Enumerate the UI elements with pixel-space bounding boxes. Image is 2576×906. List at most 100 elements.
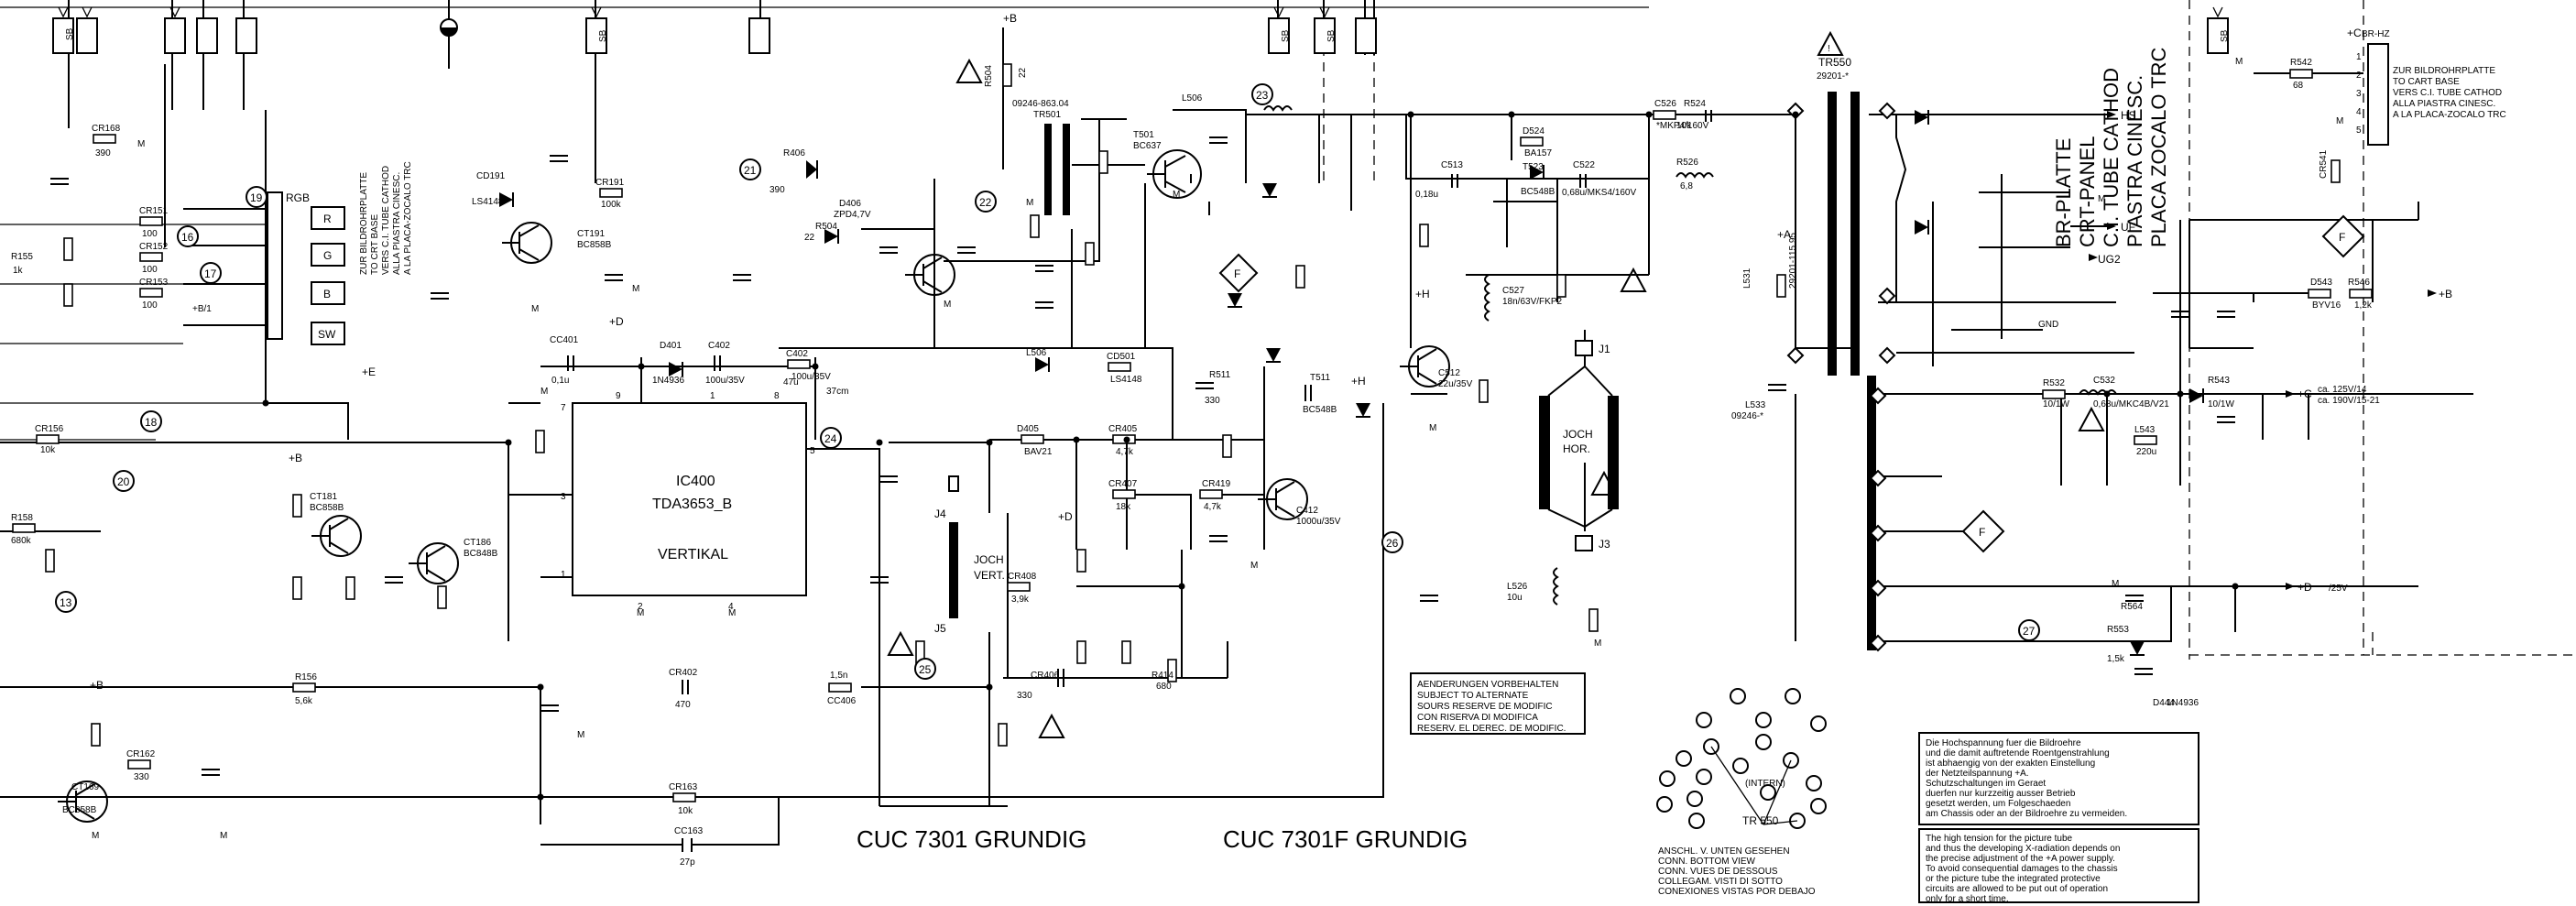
component-ref: D543	[2310, 278, 2332, 288]
node-number: 21	[744, 164, 757, 177]
svg-text:+B: +B	[1003, 12, 1017, 25]
svg-text:R553: R553	[2107, 625, 2129, 635]
rgb-r: R	[323, 213, 332, 225]
component-ref: CR163	[669, 782, 698, 792]
svg-text:VERS C.I. TUBE CATHOD: VERS C.I. TUBE CATHOD	[2393, 88, 2502, 98]
svg-text:Die Hochspannung fuer die Bild: Die Hochspannung fuer die Bildroehre	[1926, 738, 2081, 748]
svg-text:BC848B: BC848B	[464, 549, 498, 559]
svg-text:4: 4	[2356, 107, 2362, 117]
svg-text:BC858B: BC858B	[310, 503, 344, 513]
rgb-g: G	[323, 249, 332, 262]
connector-label: SB	[2220, 29, 2230, 42]
node-number: 13	[60, 596, 72, 609]
svg-text:To avoid consequential damages: To avoid consequential damages to the ch…	[1926, 864, 2118, 874]
svg-text:09246-*: 09246-*	[1731, 411, 1763, 421]
transistors	[58, 149, 1450, 823]
svg-text:390: 390	[770, 185, 785, 195]
component-val: 1k	[13, 266, 24, 276]
output-ca2: ca. 190V/15-21	[2318, 396, 2380, 406]
svg-text:R526: R526	[1676, 158, 1698, 168]
resistors-vertical	[45, 63, 1786, 747]
component-ref: R504	[984, 65, 994, 87]
node-number: 26	[1386, 537, 1399, 550]
component-ref: CR151	[139, 206, 169, 216]
svg-text:BC858B: BC858B	[62, 805, 97, 815]
warning-box-de: Die Hochspannung fuer die Bildroehre und…	[1918, 732, 2199, 825]
svg-text:ZUR BILDROHRPLATTE: ZUR BILDROHRPLATTE	[2393, 66, 2495, 76]
svg-text:the precise adjustment of the: the precise adjustment of the +A power s…	[1926, 854, 2115, 864]
component-val: BA157	[1524, 148, 1552, 158]
svg-text:M: M	[2112, 579, 2119, 589]
node-number: 23	[1256, 89, 1269, 102]
tr550-pin-markers	[1786, 102, 1896, 652]
svg-text:and thus the developing X-radi: and thus the developing X-radiation depe…	[1926, 844, 2120, 854]
component-ref: R158	[11, 513, 33, 523]
svg-text:BC548B: BC548B	[1521, 187, 1555, 197]
svg-text:C527: C527	[1502, 286, 1524, 296]
svg-text:330: 330	[1017, 691, 1032, 701]
svg-text:7: 7	[561, 403, 566, 413]
component-ref: CR541	[2319, 149, 2329, 179]
rgb-note-line: VERS C.I. TUBE CATHOD	[381, 166, 391, 275]
svg-text:R511: R511	[1209, 370, 1231, 380]
joch-vert-label: JOCH	[974, 553, 1004, 566]
component-ref: D405	[1017, 424, 1039, 434]
component-text-labels: CT191 BC858B CT181 BC858B CT186 BC848B C…	[62, 93, 2234, 815]
svg-text:The high tension for the pictu: The high tension for the picture tube	[1926, 834, 2073, 844]
j5-label: J5	[934, 622, 946, 635]
svg-text:C512: C512	[1438, 368, 1460, 378]
junction-dots	[262, 111, 2239, 801]
svg-text:2: 2	[638, 602, 643, 612]
component-ref: R542	[2290, 58, 2312, 68]
component-ref: L543	[2134, 425, 2156, 435]
tr550-ref: TR550	[1818, 56, 1851, 69]
svg-text:4: 4	[728, 602, 734, 612]
svg-text:C522: C522	[1573, 160, 1595, 170]
ic-type: TDA3653_B	[652, 497, 732, 512]
component-val: 100	[142, 229, 158, 239]
svg-text:!: !	[1828, 44, 1830, 54]
svg-text:R504: R504	[815, 222, 837, 232]
svg-text:0,68u/MKS4/160V: 0,68u/MKS4/160V	[1562, 188, 1636, 198]
joch-hor-label: JOCH	[1563, 428, 1593, 441]
joch-vert-label: VERT.	[974, 569, 1005, 582]
svg-text:C513: C513	[1441, 160, 1463, 170]
ground-marks: M M M M M M M M M M M M M M M M M M M	[92, 57, 2343, 841]
svg-text:CONN. VUES DE DESSOUS: CONN. VUES DE DESSOUS	[1658, 867, 1778, 877]
svg-text:und die damit auftretende Roen: und die damit auftretende Roentgenstrahl…	[1926, 748, 2110, 759]
warning-triangles	[887, 58, 2105, 738]
title-left: CUC 7301 GRUNDIG	[857, 825, 1086, 853]
svg-text:T501: T501	[1133, 130, 1154, 140]
vertical-labels: R504 22 L531 29201-115.95	[984, 65, 1798, 289]
component-val: BYV16	[2312, 300, 2341, 311]
svg-text:CT186: CT186	[464, 538, 491, 548]
component-ref: CR407	[1108, 479, 1138, 489]
svg-text:10/1W: 10/1W	[2208, 399, 2234, 409]
component-val: 1,2k	[2354, 300, 2373, 311]
component-ref: CR168	[92, 124, 121, 134]
svg-text:R406: R406	[783, 148, 805, 158]
svg-text:A LA PLACA-ZOCALO TRC: A LA PLACA-ZOCALO TRC	[2393, 110, 2506, 120]
component-ref: CR156	[35, 424, 64, 434]
component-val: 68	[2293, 81, 2304, 91]
component-val: 100	[142, 265, 158, 275]
svg-text:R543: R543	[2208, 376, 2230, 386]
svg-text:5: 5	[810, 446, 815, 456]
component-ref: CC163	[674, 826, 704, 836]
node-number: 24	[824, 432, 837, 445]
svg-text:PLACA ZOCALO TRC: PLACA ZOCALO TRC	[2147, 47, 2170, 247]
svg-text:1: 1	[2356, 52, 2362, 62]
tr501-transformer: 09246-863.04 TR501	[1012, 99, 1070, 215]
component-val: 10k	[678, 806, 693, 816]
svg-text:+H: +H	[1415, 288, 1430, 300]
component-ref: C402	[786, 349, 808, 359]
svg-text:22u/35V: 22u/35V	[1438, 379, 1473, 389]
tr501-ref: TR501	[1033, 110, 1061, 120]
svg-text:D444: D444	[2153, 698, 2175, 708]
svg-text:M: M	[2235, 57, 2243, 67]
svg-text:37cm: 37cm	[826, 387, 848, 397]
svg-text:R414: R414	[1152, 671, 1173, 681]
svg-text:CONN. BOTTOM VIEW: CONN. BOTTOM VIEW	[1658, 857, 1755, 867]
svg-text:+D: +D	[1058, 510, 1073, 523]
ic400: IC400 TDA3653_B VERTIKAL 7 9 1 8 5 3 1 2…	[561, 391, 815, 612]
